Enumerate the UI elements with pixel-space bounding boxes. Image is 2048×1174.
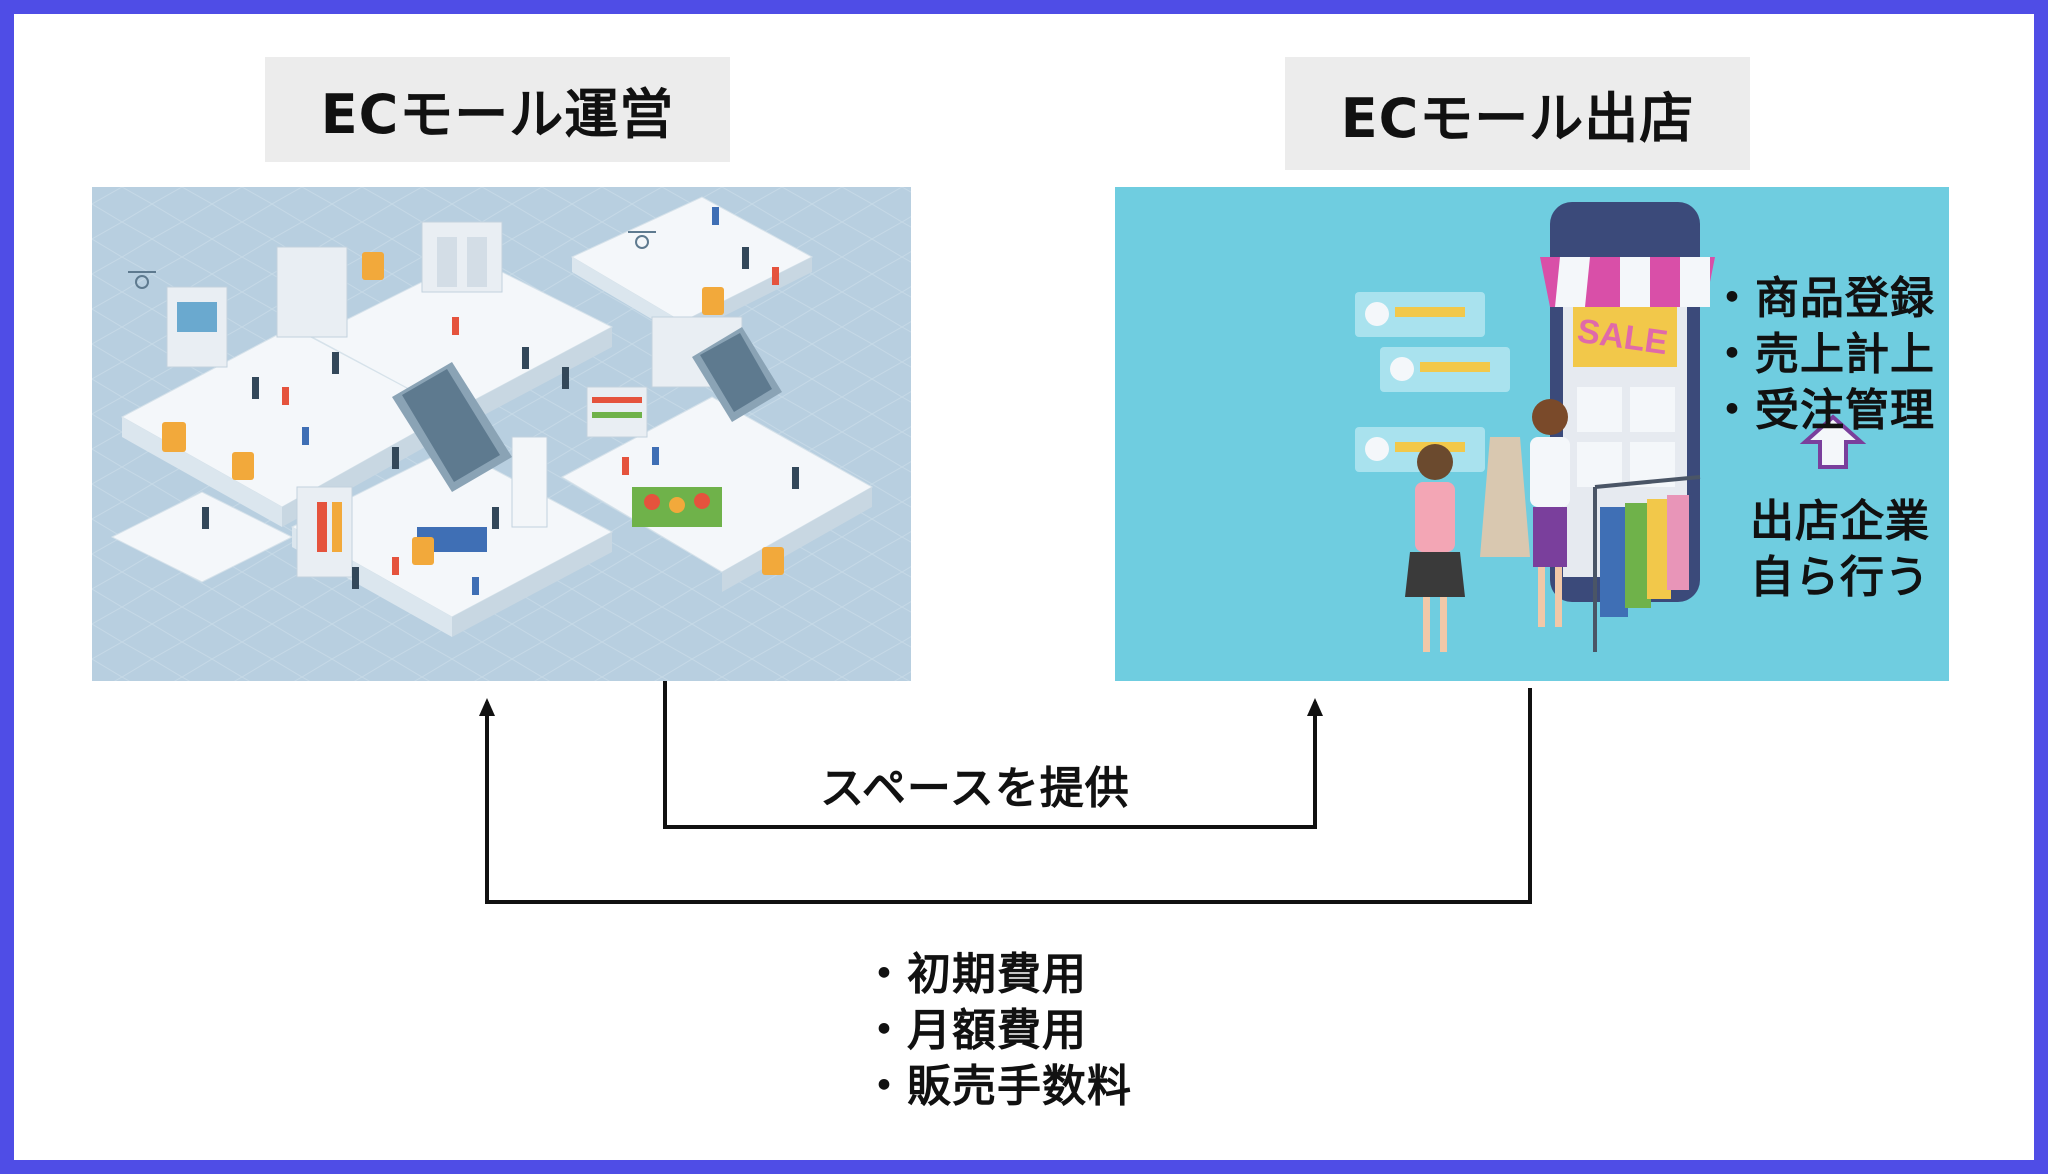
store-actor-line2: 自ら行う bbox=[1750, 552, 1930, 603]
store-task-sales-booking: ・売上計上 bbox=[1710, 329, 1935, 380]
mall-escalators bbox=[392, 327, 782, 492]
space-provision-arrowhead bbox=[1307, 698, 1323, 716]
mall-operation-title: ECモール運営 bbox=[265, 57, 730, 162]
space-provision-arrow bbox=[663, 681, 1317, 829]
mall-store-title-text: ECモール出店 bbox=[1340, 87, 1695, 150]
fee-payment-arrow bbox=[485, 688, 1532, 904]
clothing-rack-icon bbox=[1593, 475, 1701, 652]
shopper-figure bbox=[1405, 444, 1465, 652]
space-provision-label: スペースを提供 bbox=[820, 763, 1130, 814]
store-task-order-management: ・受注管理 bbox=[1710, 385, 1935, 436]
store-illustration: SALE bbox=[1115, 187, 1949, 681]
mall-goods bbox=[317, 386, 722, 552]
mall-illustration bbox=[92, 187, 911, 681]
mall-drone-icons bbox=[128, 231, 656, 289]
mall-floor-bottom bbox=[110, 396, 874, 637]
up-arrow-icon bbox=[1799, 414, 1867, 469]
fee-monthly: ・月額費用 bbox=[862, 1005, 1087, 1056]
clerk-figure bbox=[1480, 399, 1570, 627]
mall-floor-center bbox=[310, 256, 614, 432]
fee-initial: ・初期費用 bbox=[862, 949, 1087, 1000]
store-illustration-svg: SALE bbox=[1115, 187, 1949, 681]
store-task-product-registration: ・商品登録 bbox=[1710, 273, 1935, 324]
fee-sales-commission: ・販売手数料 bbox=[862, 1061, 1132, 1112]
mall-store-title: ECモール出店 bbox=[1285, 57, 1750, 170]
store-actor-line1: 出店企業 bbox=[1750, 496, 1930, 547]
mall-illustration-svg bbox=[92, 187, 911, 681]
mall-operation-title-text: ECモール運営 bbox=[320, 83, 675, 146]
shop-awning-icon bbox=[1540, 257, 1715, 307]
mall-sale-tags bbox=[162, 252, 784, 575]
mall-shoppers bbox=[202, 207, 799, 595]
fee-payment-arrowhead bbox=[479, 698, 495, 716]
